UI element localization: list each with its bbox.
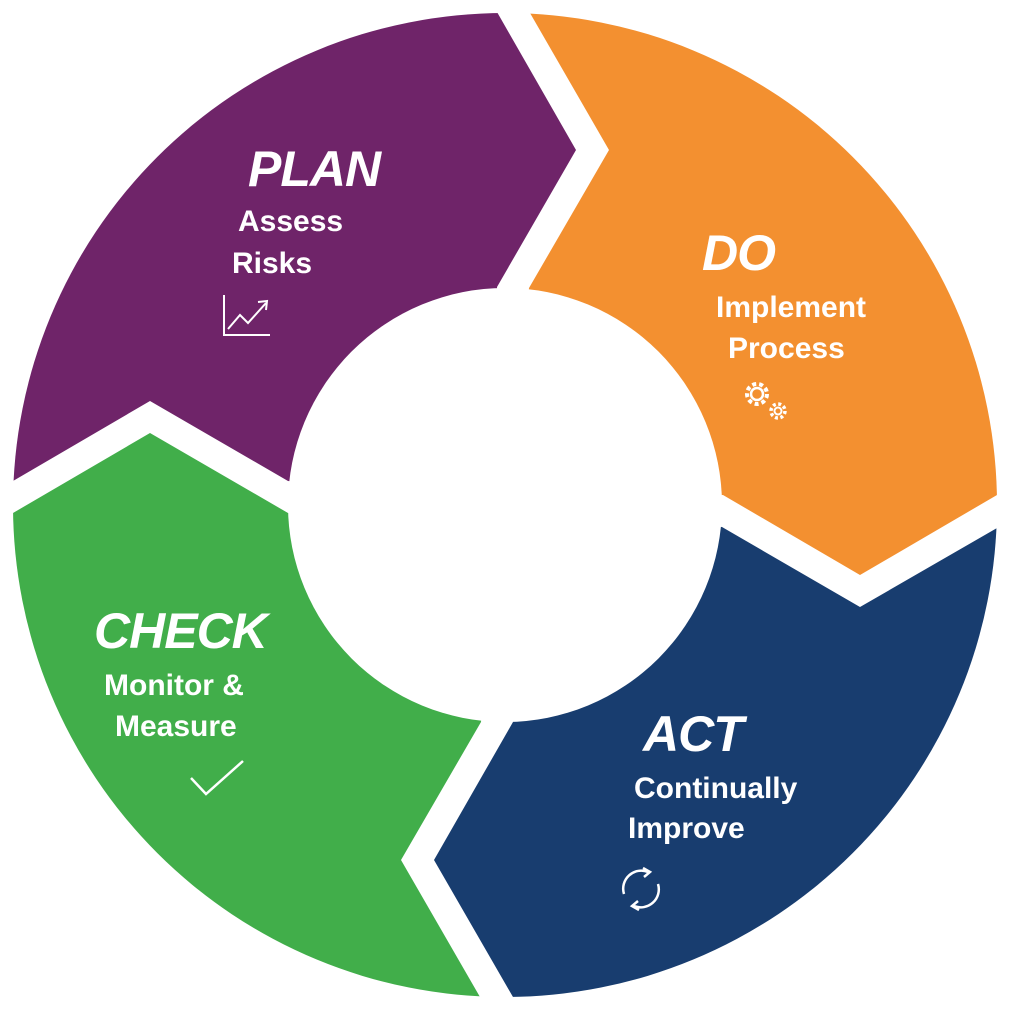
act-line-2: Improve xyxy=(628,812,745,845)
do-line-1: Implement xyxy=(716,291,867,324)
do-segment xyxy=(505,0,1024,575)
check-line-1: Monitor & xyxy=(104,669,244,702)
do-title: DO xyxy=(702,225,776,281)
plan-segment xyxy=(0,0,576,505)
check-title: CHECK xyxy=(94,603,268,659)
plan-line-1: Assess xyxy=(238,205,344,238)
gears-icon xyxy=(745,382,787,420)
refresh-icon xyxy=(621,866,661,912)
line-chart-icon xyxy=(223,295,270,336)
check-line-2: Measure xyxy=(115,710,237,743)
act-title: ACT xyxy=(643,706,744,762)
do-line-2: Process xyxy=(728,332,845,365)
act-line-1: Continually xyxy=(634,772,798,805)
checkmark-icon xyxy=(190,760,244,796)
plan-line-2: Risks xyxy=(232,247,313,280)
act-segment xyxy=(434,505,1024,1024)
plan-title: PLAN xyxy=(248,141,381,197)
check-segment xyxy=(0,433,505,1024)
